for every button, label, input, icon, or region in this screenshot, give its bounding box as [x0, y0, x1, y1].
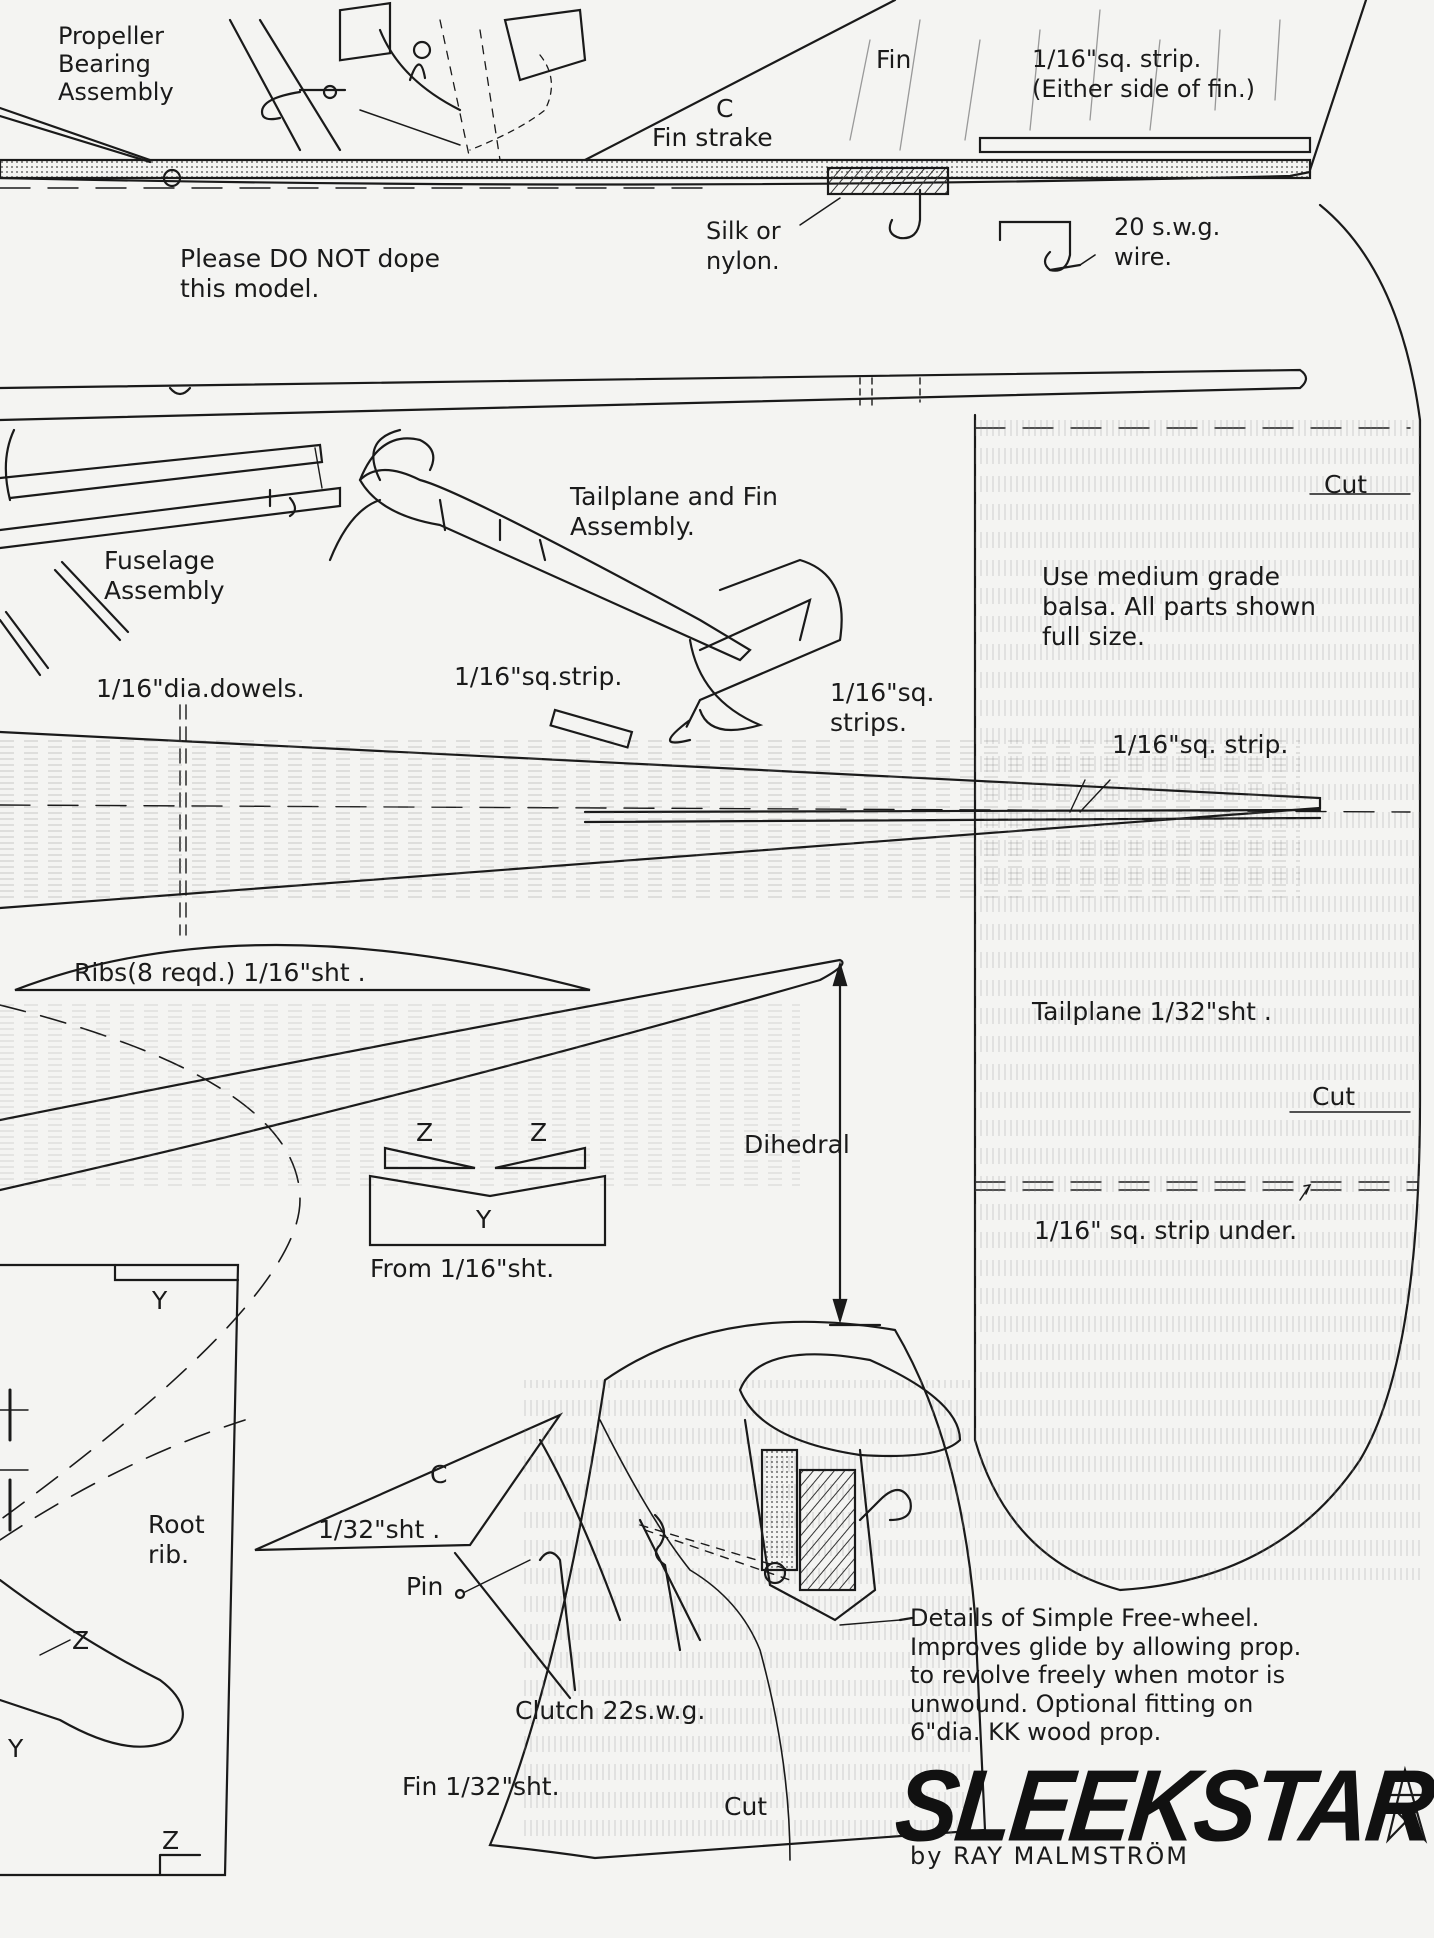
fuselage-side-view	[0, 0, 1368, 196]
label-wire: 20 s.w.g. wire.	[1114, 213, 1221, 271]
silk-hinge	[826, 166, 950, 196]
plan-byline: by RAY MALMSTRÖM	[910, 1842, 1189, 1870]
wing-half	[0, 958, 844, 1521]
label-c-top: C	[716, 94, 734, 123]
label-fuselage-assembly: Fuselage Assembly	[104, 546, 225, 605]
label-sq-strips: 1/16"sq. strips.	[830, 678, 935, 737]
label-root-rib: Root rib.	[148, 1510, 205, 1569]
motor-stick-top-view	[0, 368, 1308, 422]
label-y-root-top: Y	[152, 1286, 168, 1315]
label-dihedral: Dihedral	[744, 1130, 850, 1159]
label-cut-1: Cut	[1324, 470, 1368, 499]
dihedral-keys	[368, 1146, 607, 1247]
rib-template	[14, 943, 591, 992]
label-ribs: Ribs(8 reqd.) 1/16"sht .	[74, 958, 366, 987]
wire-hook-bend	[998, 220, 1082, 272]
label-fin-sheet: Fin 1/32"sht.	[402, 1772, 560, 1801]
label-pin: Pin	[406, 1572, 444, 1601]
root-rib-template	[0, 1263, 246, 1877]
fin-outline	[453, 1320, 987, 1861]
label-cut-3: Cut	[724, 1792, 768, 1821]
label-y-mid: Y	[476, 1205, 492, 1234]
label-c-bottom: C	[430, 1460, 448, 1489]
label-z-left: Z	[416, 1118, 434, 1147]
tailplane-outline	[973, 203, 1422, 1592]
label-cut-2: Cut	[1312, 1082, 1356, 1111]
propeller-bearing-sketch	[228, 1, 587, 161]
label-fin-strake: Fin strake	[652, 123, 773, 152]
label-sq-strip-mid: 1/16"sq.strip.	[454, 662, 623, 691]
label-tailplane: Tailplane 1/32"sht .	[1032, 997, 1272, 1026]
label-no-dope: Please DO NOT dope this model.	[180, 244, 440, 303]
assembly-sketch	[0, 428, 843, 749]
label-strip-either-side: 1/16"sq. strip. (Either side of fin.)	[1032, 45, 1255, 103]
label-z-right: Z	[530, 1118, 548, 1147]
label-strip-under: 1/16" sq. strip under.	[1034, 1216, 1298, 1245]
label-sheet-32: 1/32"sht .	[318, 1515, 441, 1544]
label-dowels: 1/16"dia.dowels.	[96, 674, 305, 703]
label-from-sheet: From 1/16"sht.	[370, 1254, 555, 1283]
fin-strake-template	[254, 1412, 564, 1552]
fuselage-taper-plan	[0, 704, 1411, 936]
label-medium-balsa: Use medium grade balsa. All parts shown …	[1042, 562, 1317, 651]
label-clutch: Clutch 22s.w.g.	[515, 1696, 706, 1725]
label-sq-strip-right: 1/16"sq. strip.	[1112, 730, 1289, 759]
label-y-root-bottom: Y	[8, 1734, 24, 1763]
label-propeller-bearing: Propeller Bearing Assembly	[58, 22, 174, 106]
star-logo-icon	[1377, 1765, 1434, 1844]
label-z-root: Z	[72, 1626, 90, 1655]
label-tailplane-fin-assembly: Tailplane and Fin Assembly.	[570, 482, 778, 541]
label-fin-top: Fin	[876, 45, 912, 74]
label-z-root-bottom: Z	[162, 1826, 180, 1855]
rear-hook	[888, 188, 922, 240]
label-silk-nylon: Silk or nylon.	[706, 217, 781, 275]
label-free-wheel: Details of Simple Free-wheel. Improves g…	[910, 1604, 1302, 1746]
